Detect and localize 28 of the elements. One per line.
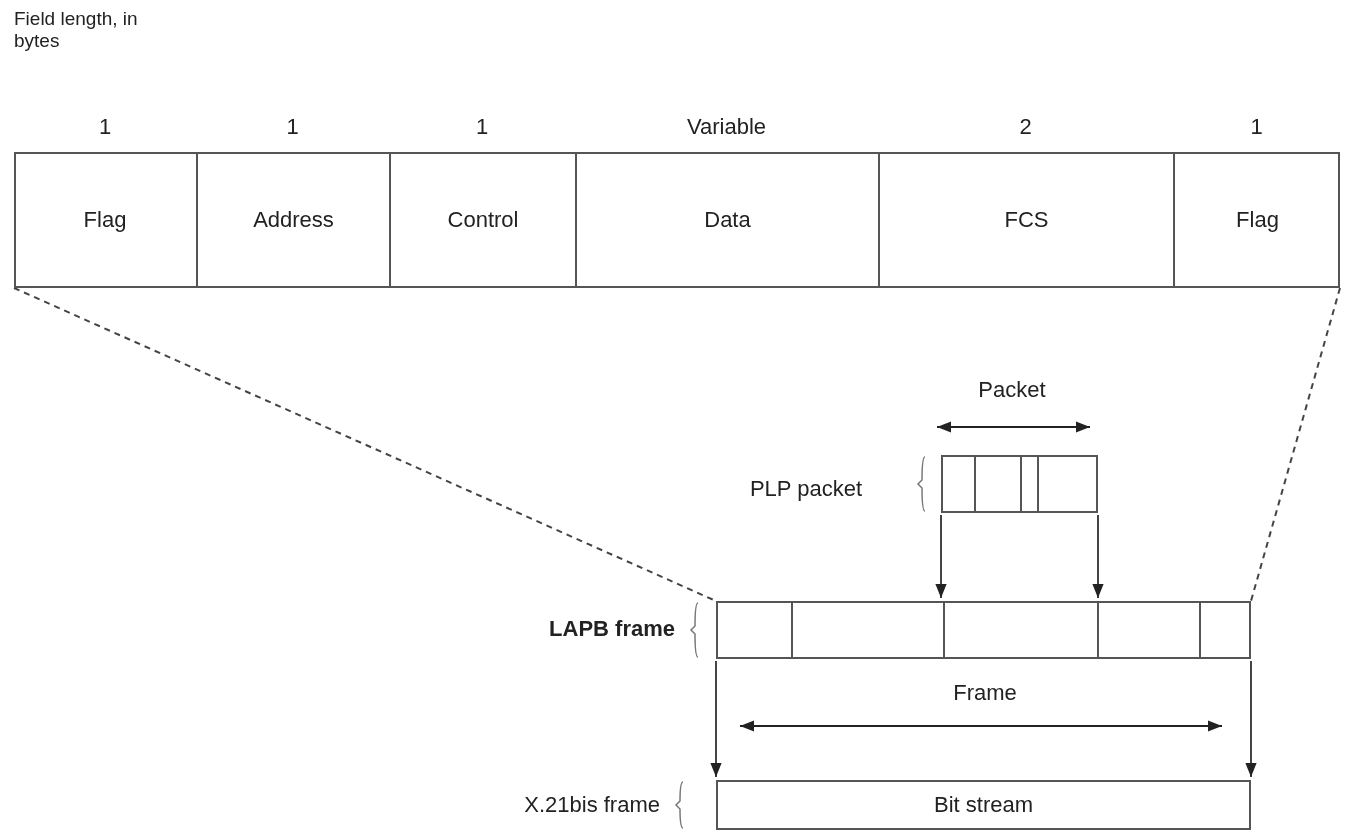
field-length: 1: [1249, 114, 1264, 140]
field-length: Variable: [685, 114, 768, 140]
arrow: [710, 660, 722, 778]
arrow: [1092, 514, 1104, 599]
frame-box: [941, 455, 1098, 513]
expansion-line: [1250, 287, 1341, 602]
span-label: Packet: [978, 377, 1046, 403]
field-name: Control: [447, 207, 519, 233]
field-name: Flag: [1236, 207, 1279, 233]
axis-note: Field length, in bytes: [14, 8, 139, 52]
field-name: Bit stream: [934, 792, 1033, 818]
field-length: 1: [285, 114, 300, 140]
layer-label: X.21bis frame: [524, 792, 660, 818]
field-length: 1: [474, 114, 490, 140]
arrow: [1245, 660, 1257, 778]
layer-label: LAPB frame: [549, 616, 675, 642]
field-name: FCS: [1004, 207, 1049, 233]
field-name: Flag: [83, 207, 127, 233]
field-name: Data: [704, 207, 751, 233]
frame-box: [716, 780, 1251, 830]
field-name: Address: [253, 207, 334, 233]
layer-label: PLP packet: [749, 476, 862, 502]
span-label: Frame: [953, 680, 1017, 706]
arrow: [935, 514, 947, 599]
field-length: 2: [1018, 114, 1033, 140]
frame-box: [716, 601, 1251, 659]
frame-box: [14, 152, 1340, 288]
field-length: 1: [97, 114, 113, 140]
